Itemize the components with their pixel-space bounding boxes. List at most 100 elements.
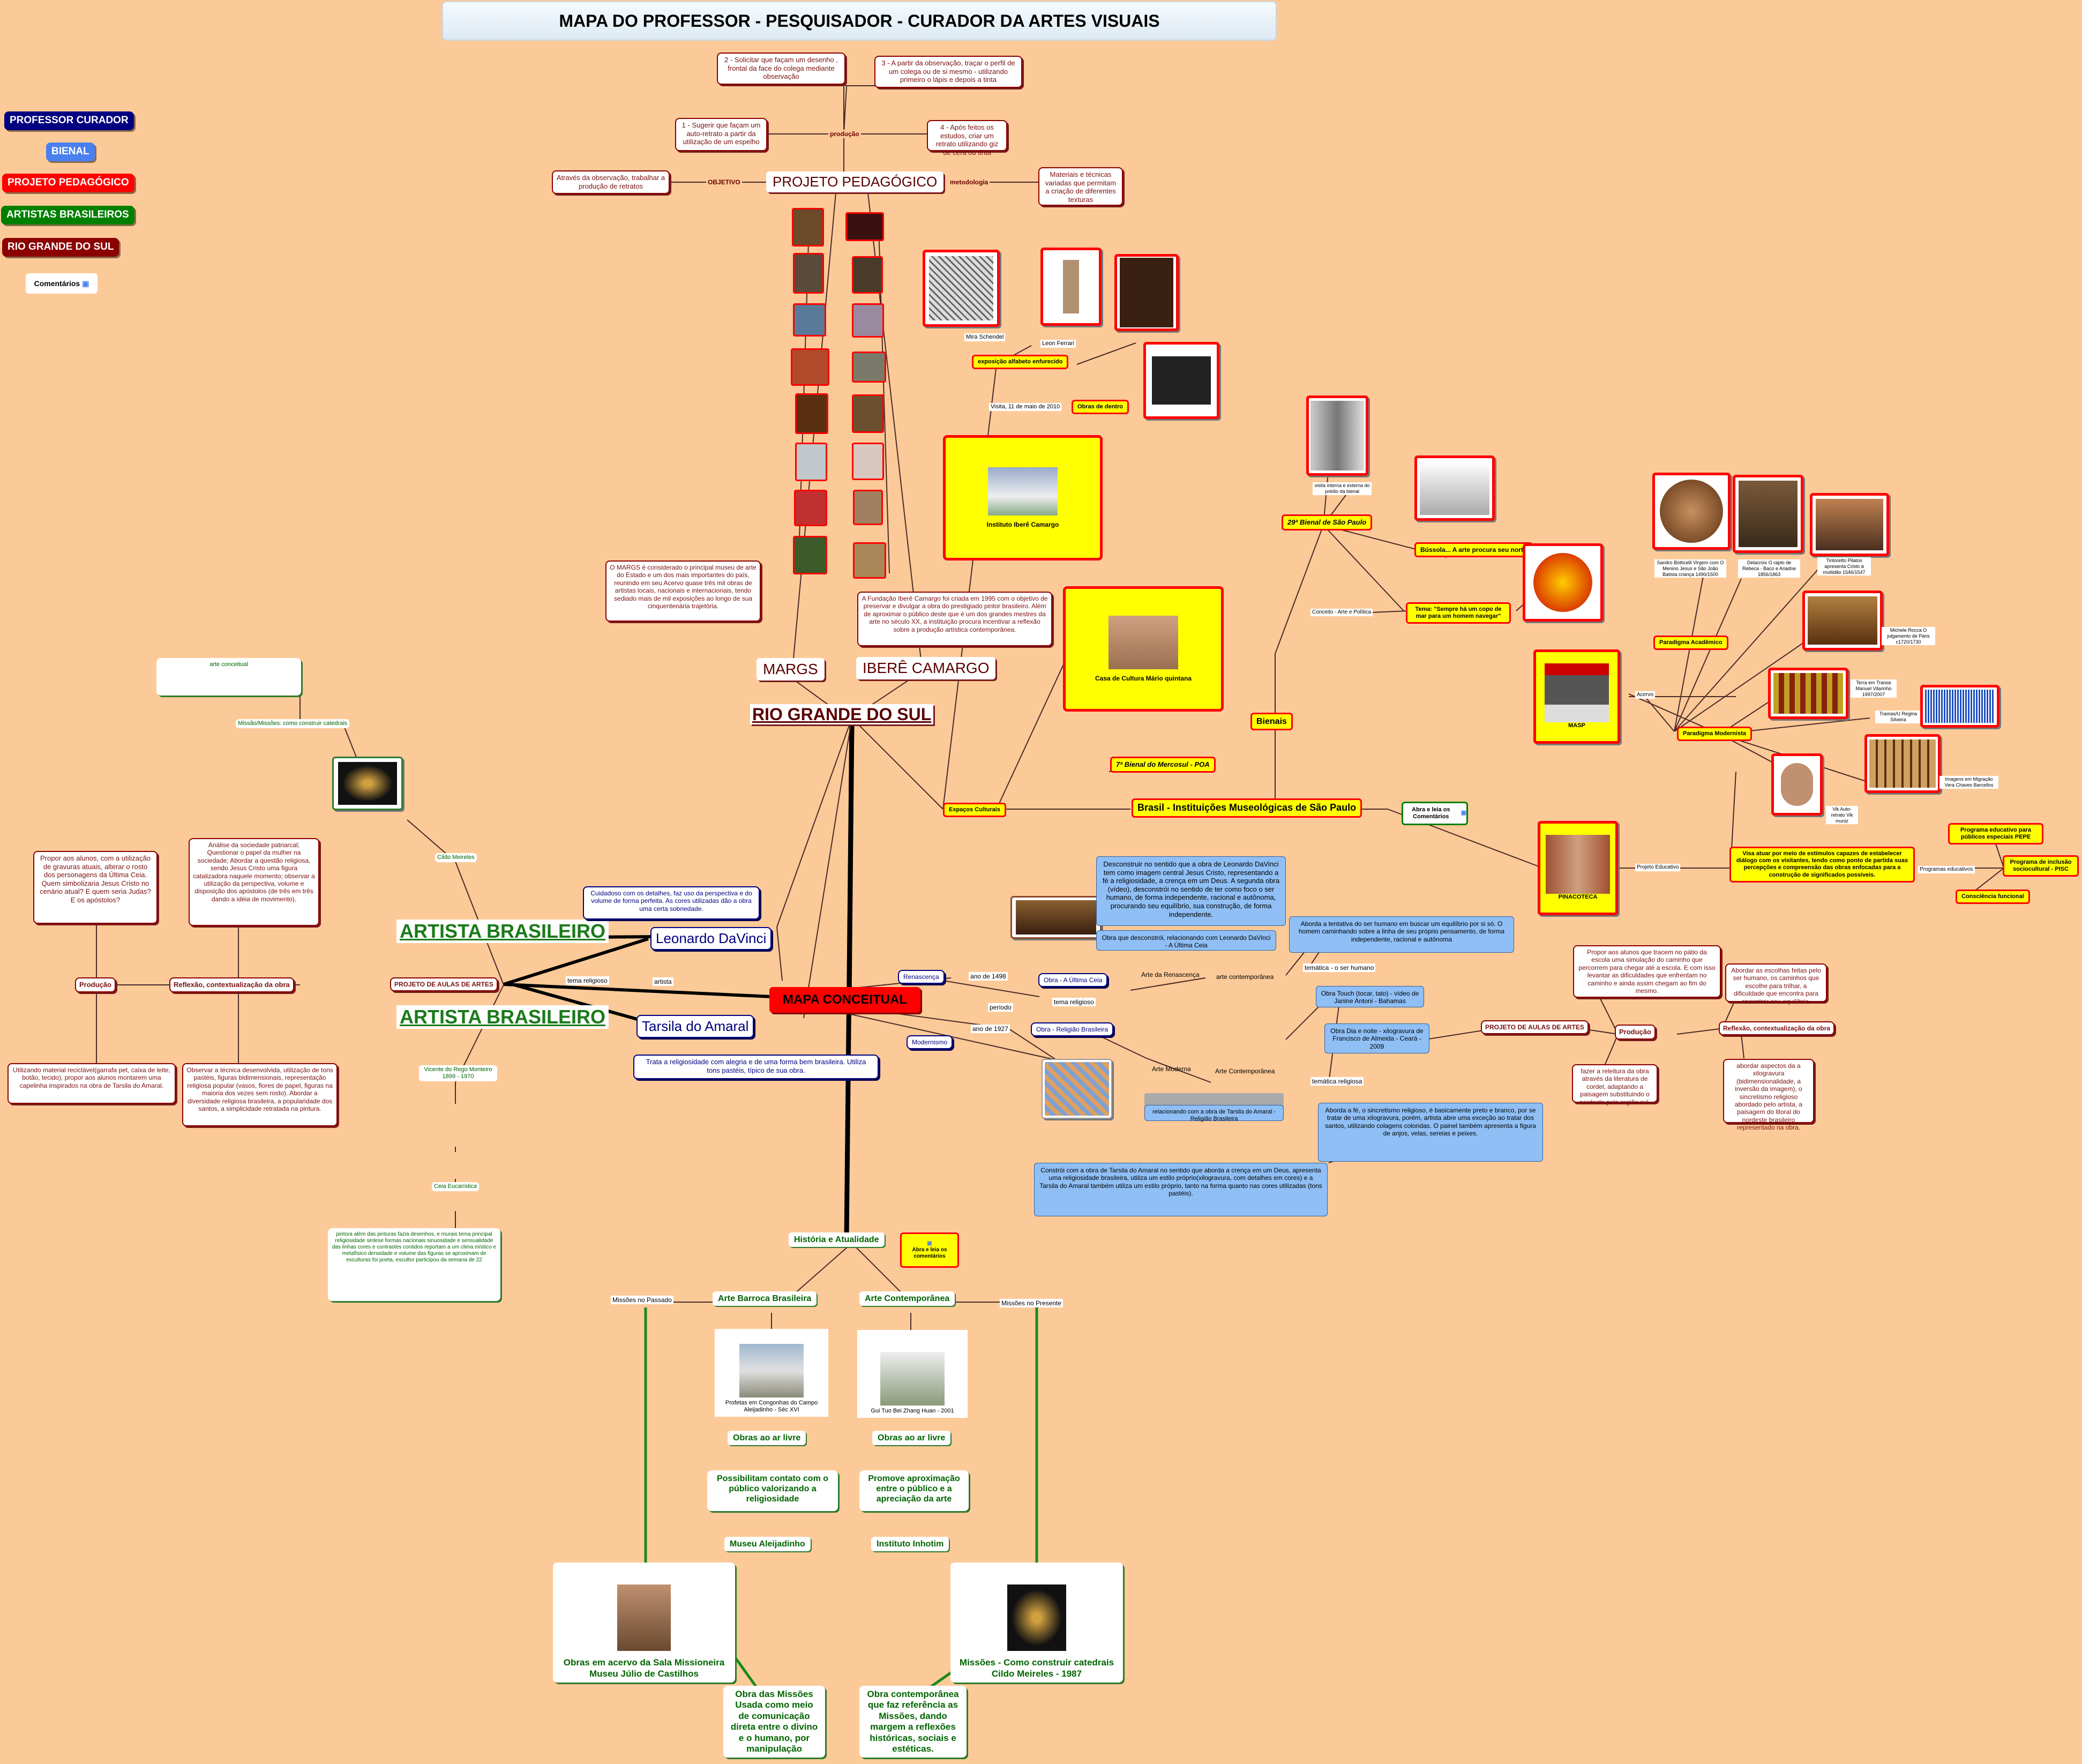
alfabeto-enfurecido-tag[interactable]: exposição alfabeto enfurecido: [972, 355, 1068, 369]
producao-right[interactable]: Produção: [1615, 1025, 1656, 1040]
analise-left-text[interactable]: Análise da sociedade patriarcal; Questio…: [189, 838, 319, 926]
brasil-instituicoes-node[interactable]: Brasil - Instituições Museológicas de Sã…: [1132, 798, 1362, 818]
reflexao-right[interactable]: Reflexão, contextualização da obra: [1719, 1021, 1834, 1035]
masp-card[interactable]: MASP: [1533, 649, 1620, 744]
metodologia-text[interactable]: Materiais e técnicas variadas que permit…: [1038, 167, 1123, 206]
portrait-image[interactable]: [845, 212, 884, 241]
bienal-interior-image[interactable]: [1414, 455, 1495, 521]
portrait-image[interactable]: [795, 393, 828, 434]
propor-left-text[interactable]: Propor aos alunos, com a utilização de g…: [33, 851, 158, 924]
rocca-image[interactable]: [1802, 591, 1883, 651]
leia-comentarios-node[interactable]: Abra e leia os Comentários▣: [1402, 802, 1468, 825]
educativo-text-node[interactable]: Visa atuar por meio de estímulos capazes…: [1729, 847, 1915, 883]
portrait-image[interactable]: [852, 352, 886, 383]
pinacoteca-card[interactable]: PINACOTECA: [1538, 821, 1618, 915]
portrait-image[interactable]: [852, 394, 884, 433]
davinci-text[interactable]: Cuidadoso com os detalhes, faz uso da pe…: [583, 886, 760, 920]
possibilitam-node[interactable]: Possibilitam contato com o público valor…: [707, 1470, 838, 1511]
obra-contemporanea-node[interactable]: Obra contemporânea que faz referência as…: [859, 1686, 967, 1758]
relacionando-tarsila-node[interactable]: relacionando com a obra de Tarsila do Am…: [1144, 1105, 1284, 1121]
abordar-right-text[interactable]: Abordar as escolhas feitas pelo ser huma…: [1725, 963, 1827, 1002]
acervo-missoes-card[interactable]: Obras em acervo da Sala Missioneira Muse…: [553, 1563, 735, 1683]
propor-right-text[interactable]: Propor aos alunos que tracem no pátio da…: [1573, 945, 1721, 998]
portrait-image[interactable]: [794, 490, 827, 526]
projeto-aulas-right[interactable]: PROJETO DE AULAS DE ARTES: [1481, 1020, 1589, 1034]
legend-projeto-pedagogico[interactable]: PROJETO PEDAGÓGICO: [2, 174, 134, 192]
utilizando-left-text[interactable]: Utilizando material reciclável(garrafa p…: [8, 1063, 176, 1104]
projeto-aulas-left[interactable]: PROJETO DE AULAS DE ARTES: [390, 977, 498, 991]
projeto-passo-2[interactable]: 2 - Solicitar que façam um desenho , fro…: [717, 53, 845, 85]
promove-node[interactable]: Promove aproximação entre o público e a …: [859, 1470, 969, 1511]
projeto-pedagogico-node[interactable]: PROJETO PEDAGÓGICO: [766, 171, 943, 192]
modernismo-label[interactable]: Modernismo: [907, 1035, 953, 1049]
arte-barroca-node[interactable]: Arte Barroca Brasileira: [713, 1291, 817, 1306]
vik-muniz-image[interactable]: [1771, 753, 1823, 816]
ibere-description[interactable]: A Fundação Iberê Camargo foi criada em 1…: [857, 592, 1052, 646]
bienal-building-image[interactable]: [1306, 395, 1368, 476]
pisc-node[interactable]: Programa de inclusão sociocultural - PIS…: [2003, 855, 2079, 877]
casa-cultura-card[interactable]: Casa de Cultura Mário quintana: [1063, 586, 1224, 712]
observar-left-text[interactable]: Observar a técnica desenvolvida, utiliza…: [182, 1063, 338, 1126]
religiao-brasileira-image[interactable]: [1042, 1059, 1112, 1119]
artista-brasileiro-node-2[interactable]: ARTISTA BRASILEIRO: [396, 1005, 609, 1029]
aborda-fe-text[interactable]: Aborda a fé, o sincretismo religioso, é …: [1318, 1103, 1543, 1162]
obra-ultima-ceia-node[interactable]: Obra - A Última Ceia: [1038, 973, 1107, 987]
portrait-image[interactable]: [795, 443, 827, 481]
projeto-passo-3[interactable]: 3 - A partir da observação, traçar o per…: [874, 56, 1022, 88]
projeto-passo-1[interactable]: 1 - Sugerir que façam um auto-retrato a …: [675, 118, 767, 151]
terra-em-transe-image[interactable]: [1768, 668, 1848, 719]
tarsila-node[interactable]: Tarsila do Amaral: [636, 1015, 754, 1038]
missoes-cildo-card[interactable]: Missões - Como construir catedrais Cildo…: [950, 1563, 1123, 1683]
projeto-passo-4[interactable]: 4 - Após feitos os estudos, criar um ret…: [927, 120, 1007, 151]
vicente-description[interactable]: pintora além das pinturas fazia desenhos…: [328, 1228, 500, 1301]
instituto-inhotim-node[interactable]: Instituto Inhotim: [871, 1537, 949, 1551]
portrait-image[interactable]: [791, 348, 829, 386]
legend-rio-grande-do-sul[interactable]: RIO GRANDE DO SUL: [2, 238, 119, 257]
ceia-eucaristica-label[interactable]: Ceia Eucarística: [432, 1182, 479, 1191]
fazer-right-text[interactable]: fazer a releitura da obra através da lit…: [1572, 1064, 1658, 1103]
obra-religiao-node[interactable]: Obra - Religião Brasileira: [1031, 1022, 1113, 1036]
tintoretto-image[interactable]: [1810, 493, 1889, 556]
desconstruir-text[interactable]: Desconstruir no sentido que a obra de Le…: [1096, 856, 1286, 926]
obra-que-desconstroi[interactable]: Obra que desconstrói, relacionando com L…: [1096, 930, 1276, 951]
ultima-ceia-image[interactable]: [1010, 896, 1102, 939]
missao-label[interactable]: Missão/Missões: como construir catedrais: [236, 719, 349, 728]
ibere-camargo-node[interactable]: IBERÊ CAMARGO: [856, 657, 995, 679]
portrait-image[interactable]: [792, 208, 824, 246]
obras-ar-livre-2[interactable]: Obras ao ar livre: [872, 1431, 950, 1445]
arte-conceitual-node[interactable]: arte conceitual: [156, 658, 301, 696]
constroi-text[interactable]: Constrói com a obra de Tarsila do Amaral…: [1034, 1163, 1328, 1216]
obras-de-dentro-image-2[interactable]: [1143, 342, 1219, 419]
legend-bienal[interactable]: BIENAL: [46, 143, 95, 161]
historia-atualidade-node[interactable]: História e Atualidade: [789, 1232, 885, 1247]
gui-tuo-bei-card[interactable]: Gui Tuo Bei Zhang Huan - 2001: [857, 1330, 968, 1418]
cildo-meireles-label[interactable]: Cildo Meireles: [435, 853, 477, 862]
obras-de-dentro-image[interactable]: [1114, 254, 1179, 331]
portrait-image[interactable]: [853, 542, 886, 579]
margs-description[interactable]: O MARGS é considerado o principal museu …: [605, 560, 761, 622]
bienal-sp-node[interactable]: 29ª Bienal de São Paulo: [1282, 514, 1372, 530]
rio-grande-do-sul-node[interactable]: RIO GRANDE DO SUL: [750, 704, 933, 724]
tema-node[interactable]: Tema: "Sempre há um copo de mar para um …: [1406, 602, 1511, 624]
vicente-label[interactable]: Vicente do Rego Monteiro 1899 - 1970: [419, 1065, 497, 1081]
portrait-image[interactable]: [793, 303, 826, 337]
producao-left[interactable]: Produção: [75, 977, 116, 992]
missoes-cildo-image[interactable]: [332, 757, 403, 810]
abordar-right-2-text[interactable]: abordar aspectos da a xilogravura (bidim…: [1723, 1059, 1814, 1123]
aborda-tentativa-text[interactable]: Aborda a tentativa do ser humano em busc…: [1289, 916, 1514, 953]
paradigma-academico-node[interactable]: Paradigma Acadêmico: [1653, 636, 1728, 650]
portrait-image[interactable]: [852, 443, 884, 480]
portrait-image[interactable]: [852, 256, 883, 294]
obras-de-dentro-tag[interactable]: Obras de dentro: [1072, 400, 1129, 414]
bussola-node[interactable]: Bússola... A arte procura seu norte: [1414, 542, 1533, 557]
obra-touch-node[interactable]: Obra Touch (tocar, tato) - vídeo de Jani…: [1316, 986, 1424, 1007]
historia-comentarios-node[interactable]: ▣Abra e leia os comentários: [900, 1232, 959, 1268]
mapa-conceitual-node[interactable]: MAPA CONCEITUAL: [769, 987, 920, 1013]
portrait-image[interactable]: [793, 536, 827, 574]
legend-comentarios[interactable]: Comentários▣: [26, 273, 98, 294]
instituto-ibere-card[interactable]: Instituto Iberê Camargo: [943, 435, 1103, 560]
portrait-image[interactable]: [853, 490, 883, 525]
legend-artistas-brasileiros[interactable]: ARTISTAS BRASILEIROS: [1, 206, 134, 225]
profetas-card[interactable]: Profetas em Congonhas do Campo Aleijadin…: [715, 1329, 828, 1417]
obra-missoes-node[interactable]: Obra das Missões Usada como meio de comu…: [723, 1686, 825, 1758]
